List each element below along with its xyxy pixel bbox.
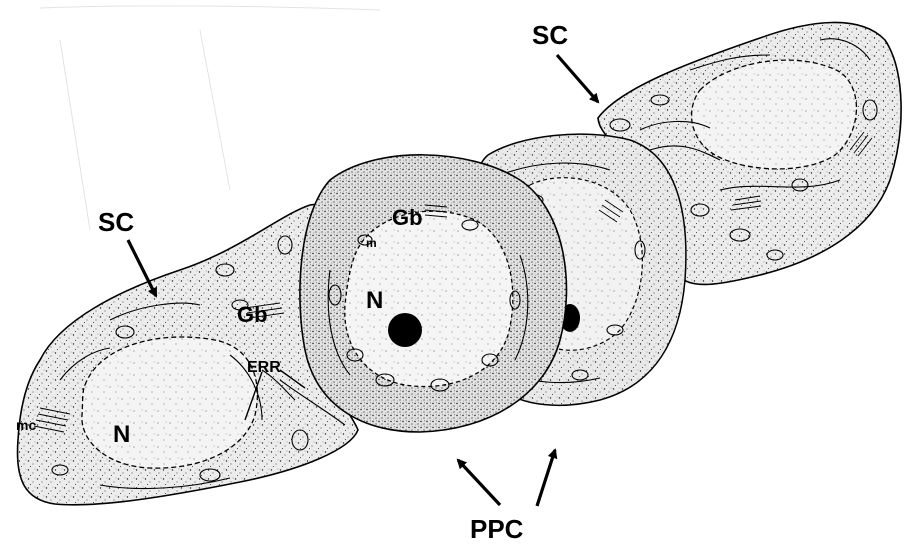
nucleolus-center bbox=[388, 313, 422, 347]
label-n-center: N bbox=[366, 287, 383, 314]
label-gb-left: Gb bbox=[237, 302, 268, 327]
label-sc-top: SC bbox=[532, 20, 568, 50]
arrow-sc-top bbox=[557, 55, 598, 102]
label-mc: mc bbox=[16, 417, 36, 433]
label-gb-center: Gb bbox=[392, 205, 423, 230]
label-n-left: N bbox=[113, 421, 130, 448]
primary-spermatocyte-center bbox=[300, 155, 567, 432]
arrow-ppc-left bbox=[458, 460, 500, 505]
label-m: m bbox=[366, 236, 377, 250]
arrow-ppc-right bbox=[537, 450, 555, 506]
label-err: ERR bbox=[247, 359, 281, 376]
label-ppc: PPC bbox=[470, 514, 524, 544]
label-sc-left: SC bbox=[98, 207, 134, 237]
